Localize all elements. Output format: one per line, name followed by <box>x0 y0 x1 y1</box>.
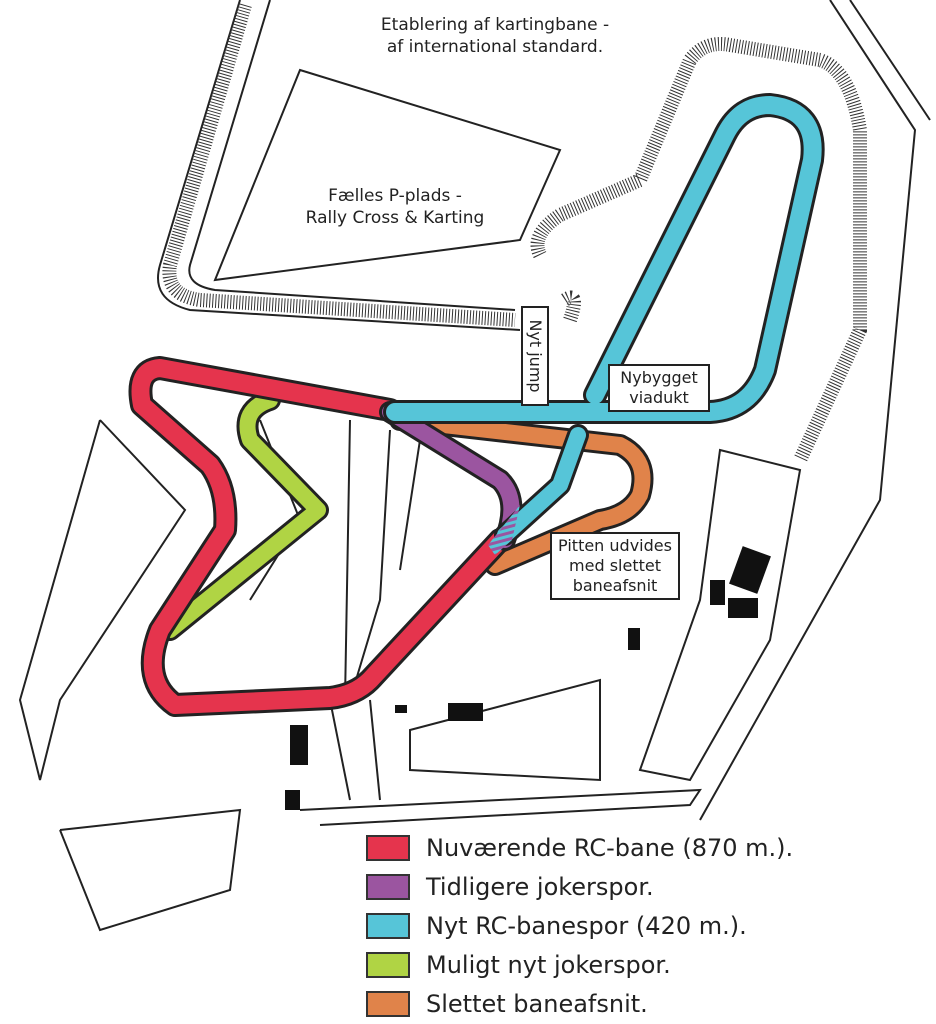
viaduct-label: Nybygget viadukt <box>608 364 710 412</box>
karting-track <box>162 3 867 463</box>
legend-item: Nyt RC-banespor (420 m.). <box>366 906 793 945</box>
jump-label: Nyt jump <box>521 306 549 406</box>
legend-label: Nuværende RC-bane (870 m.). <box>426 833 794 862</box>
legend-swatch-purple <box>366 873 410 900</box>
new-rc-track <box>386 96 822 421</box>
roads-outline <box>18 0 931 932</box>
legend-label: Muligt nyt jokerspor. <box>426 950 671 979</box>
karting-label-line1: Etablering af kartingbane - <box>380 15 610 35</box>
viaduct-label-line1: Nybygget <box>620 368 698 387</box>
karting-label-line2: af international standard. <box>386 37 604 57</box>
parking-label-line2: Rally Cross & Karting <box>305 208 485 228</box>
legend-item: Muligt nyt jokerspor. <box>366 945 793 984</box>
viaduct-label-line2: viadukt <box>629 388 689 407</box>
legend: Nuværende RC-bane (870 m.). Tidligere jo… <box>366 828 793 1023</box>
pit-label: Pitten udvides med slettet baneafsnit <box>550 532 680 600</box>
parking-label-line1: Fælles P-plads - <box>328 186 462 206</box>
buildings <box>285 546 771 810</box>
legend-item: Slettet baneafsnit. <box>366 984 793 1023</box>
legend-swatch-cyan <box>366 912 410 939</box>
pit-label-line1: Pitten udvides <box>558 536 672 555</box>
legend-swatch-green <box>366 951 410 978</box>
deleted-section <box>392 412 651 573</box>
pit-label-line2: med slettet <box>569 556 661 575</box>
legend-label: Nyt RC-banespor (420 m.). <box>426 911 747 940</box>
legend-label: Tidligere jokerspor. <box>426 872 654 901</box>
overlap-hatch <box>488 505 520 555</box>
tracks <box>128 93 825 717</box>
current-rc-track <box>131 359 509 714</box>
parking-label: Fælles P-plads - Rally Cross & Karting <box>280 185 510 229</box>
legend-swatch-orange <box>366 990 410 1017</box>
karting-label: Etablering af kartingbane - af internati… <box>360 14 630 58</box>
pit-label-line3: baneafsnit <box>572 576 658 595</box>
legend-label: Slettet baneafsnit. <box>426 989 648 1018</box>
legend-item: Nuværende RC-bane (870 m.). <box>366 828 793 867</box>
legend-item: Tidligere jokerspor. <box>366 867 793 906</box>
possible-joker-lane <box>162 392 326 638</box>
legend-swatch-red <box>366 834 410 861</box>
